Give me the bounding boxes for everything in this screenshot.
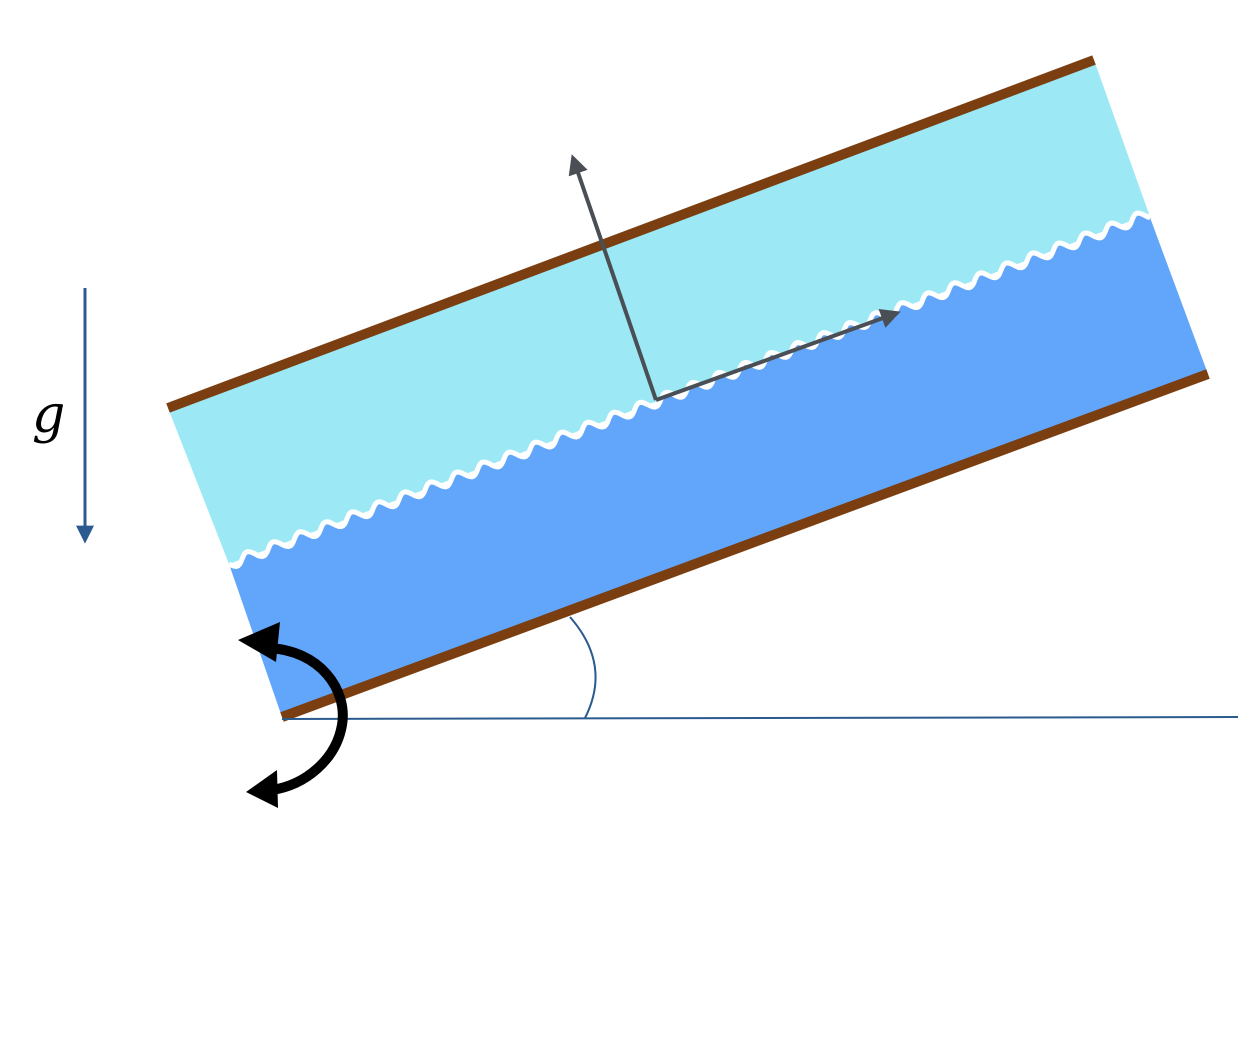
horizontal-reference-line <box>281 716 1239 720</box>
tangential-axis-arrow <box>655 309 901 402</box>
gravity-label: g <box>32 385 65 445</box>
lower-fluid-layer <box>229 213 1208 717</box>
normal-axis-arrow <box>568 154 658 401</box>
curved-double-arrow-icon <box>238 622 348 808</box>
inclination-angle-arc <box>569 616 597 719</box>
upper-fluid-layer <box>168 60 1149 564</box>
bottom-wall <box>280 369 1210 722</box>
top-wall <box>166 55 1096 413</box>
